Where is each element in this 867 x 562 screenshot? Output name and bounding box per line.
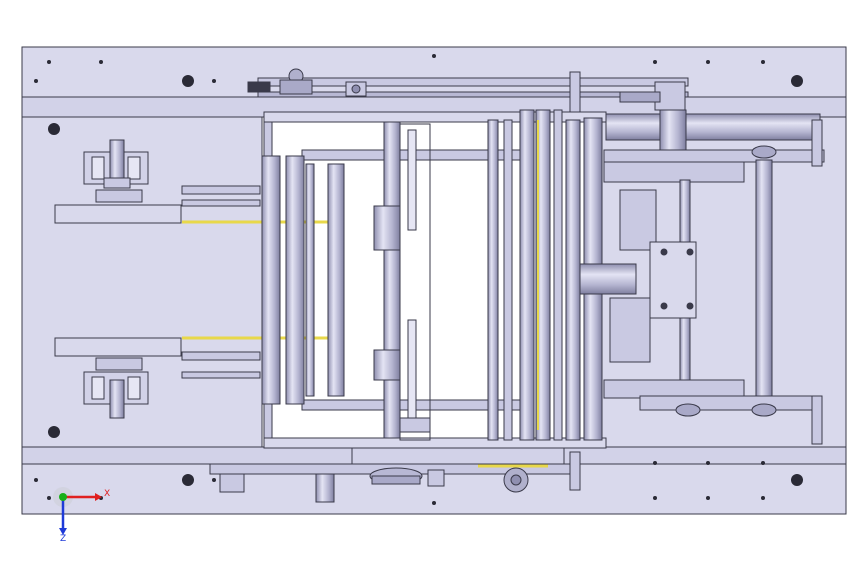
- roller-set: [261, 121, 401, 439]
- hole: [47, 60, 51, 64]
- hole: [212, 79, 216, 83]
- hole: [706, 496, 710, 500]
- shaft-vertical: [383, 121, 401, 439]
- left-guide-assembly-top: [54, 139, 330, 224]
- hole: [791, 474, 803, 486]
- hole: [653, 60, 657, 64]
- roller-shaft: [305, 163, 315, 397]
- top-drive-assembly: [247, 68, 689, 113]
- hole: [432, 54, 436, 58]
- hole: [99, 60, 103, 64]
- hole: [182, 474, 194, 486]
- hole: [34, 478, 38, 482]
- hole: [761, 496, 765, 500]
- roller-1: [261, 155, 281, 405]
- hole: [761, 60, 765, 64]
- motor-body: [579, 263, 637, 295]
- right-drive-mechanism: [579, 109, 825, 445]
- coupling-top: [373, 205, 401, 251]
- hole: [48, 426, 60, 438]
- hole: [212, 478, 216, 482]
- hole: [706, 461, 710, 465]
- coordinate-triad: X Z: [53, 487, 110, 544]
- z-axis-label: Z: [60, 534, 66, 544]
- hole: [653, 461, 657, 465]
- x-axis-label: X: [104, 489, 110, 499]
- hole: [48, 123, 60, 135]
- hole: [791, 75, 803, 87]
- coupling-bottom: [373, 349, 401, 381]
- roller-3: [327, 163, 345, 397]
- z-axis-arrowhead: [59, 528, 67, 535]
- mounting-holes: [34, 54, 803, 505]
- hole: [432, 501, 436, 505]
- left-guide-assembly-bottom: [54, 336, 330, 419]
- hole: [47, 496, 51, 500]
- hole: [761, 461, 765, 465]
- top-base-plate: [21, 46, 847, 98]
- hole: [653, 496, 657, 500]
- hole: [706, 60, 710, 64]
- bottom-drive-assembly: [209, 451, 581, 503]
- x-axis-arrowhead: [95, 493, 102, 501]
- main-cross-shaft: [605, 113, 821, 141]
- roller-2: [285, 155, 305, 405]
- hole: [34, 79, 38, 83]
- slide-frame: [399, 123, 431, 441]
- center-rails: [487, 109, 603, 441]
- y-axis-dot: [59, 493, 67, 501]
- hole: [182, 75, 194, 87]
